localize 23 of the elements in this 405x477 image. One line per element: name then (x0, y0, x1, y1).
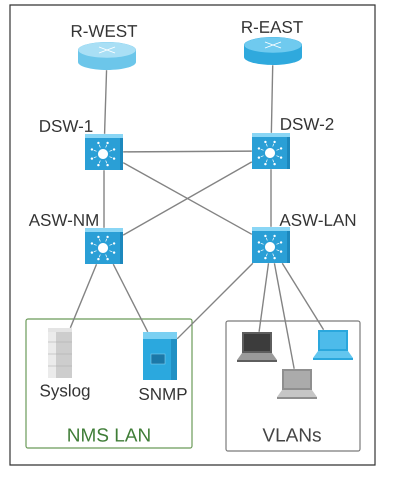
device-label: SNMP (139, 388, 187, 400)
link-line (103, 170, 105, 228)
link-line (104, 70, 108, 134)
device-label: R-WEST (72, 24, 138, 38)
device-label: DSW-1 (40, 120, 92, 132)
laptop-icon (313, 330, 353, 360)
laptop-icon (237, 332, 277, 362)
link-line (282, 262, 324, 330)
link-line (270, 169, 272, 227)
device-label: DSW-2 (281, 118, 334, 130)
group-box: VLANs (225, 320, 361, 452)
device-label: ASW-LAN (279, 214, 356, 226)
link-line (176, 262, 254, 340)
link-line (274, 263, 295, 369)
device-label: R-EAST (242, 20, 303, 34)
device-label: Syslog (40, 384, 90, 400)
link-line (258, 263, 270, 332)
link-line (70, 264, 98, 328)
link-line (123, 150, 252, 153)
link-line (112, 264, 148, 332)
laptop-icon (277, 369, 317, 399)
device-label: ASW-NM (28, 214, 98, 226)
link-line (270, 65, 274, 133)
